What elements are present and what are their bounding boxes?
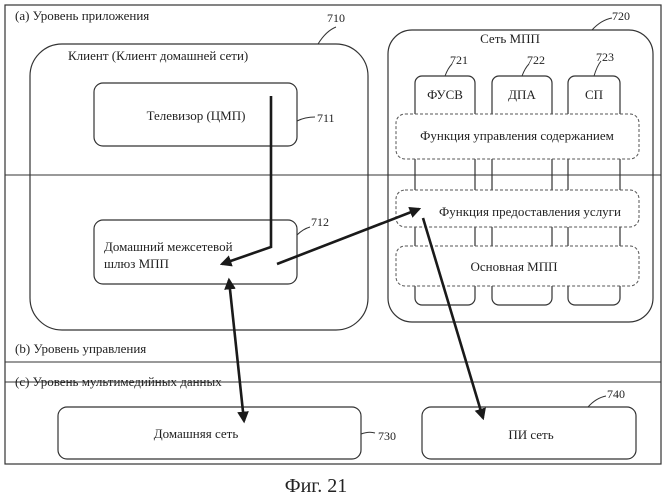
content-control-function-label: Функция управления содержанием	[420, 128, 614, 143]
client-box	[30, 44, 368, 330]
column-fusv-ref: 721	[450, 53, 468, 67]
iptv-network-ref: 720	[612, 9, 630, 23]
column-sp-ref: 723	[596, 50, 614, 64]
tv-label: Телевизор (ЦМП)	[147, 108, 246, 123]
iptv-network-ref-leader	[592, 18, 612, 30]
application-layer-label: (a) Уровень приложения	[15, 8, 149, 23]
figure-caption: Фиг. 21	[285, 475, 347, 497]
gateway-ref-leader	[297, 227, 310, 235]
gateway-label-line1: Домашний межсетевой	[104, 239, 233, 254]
home-network-ref-leader	[361, 432, 375, 434]
arrow-gateway-home-network	[229, 280, 244, 421]
service-provision-function-label: Функция предоставления услуги	[439, 204, 621, 219]
tv-ref: 711	[317, 111, 335, 125]
iptv-network-title: Сеть МПП	[480, 31, 540, 46]
media-layer-label: (c) Уровень мультимедийных данных	[15, 374, 222, 389]
home-network-ref: 730	[378, 429, 396, 443]
column-dpa-label: ДПА	[508, 87, 536, 102]
column-fusv-label: ФУСВ	[427, 87, 463, 102]
gateway-ref: 712	[311, 215, 329, 229]
tv-ref-leader	[297, 117, 315, 121]
column-sp-label: СП	[585, 87, 603, 102]
column-dpa-ref: 722	[527, 53, 545, 67]
ip-network-label: ПИ сеть	[508, 427, 553, 442]
client-title: Клиент (Клиент домашней сети)	[68, 48, 248, 63]
iptv-core-label: Основная МПП	[470, 259, 557, 274]
ip-network-ref: 740	[607, 387, 625, 401]
home-network-label: Домашняя сеть	[154, 426, 239, 441]
ip-network-ref-leader	[588, 396, 606, 407]
control-layer-label: (b) Уровень управления	[15, 341, 146, 356]
client-ref: 710	[327, 11, 345, 25]
outer-frame	[5, 5, 661, 464]
gateway-label-line2: шлюз МПП	[104, 256, 169, 271]
client-ref-leader	[318, 27, 336, 44]
